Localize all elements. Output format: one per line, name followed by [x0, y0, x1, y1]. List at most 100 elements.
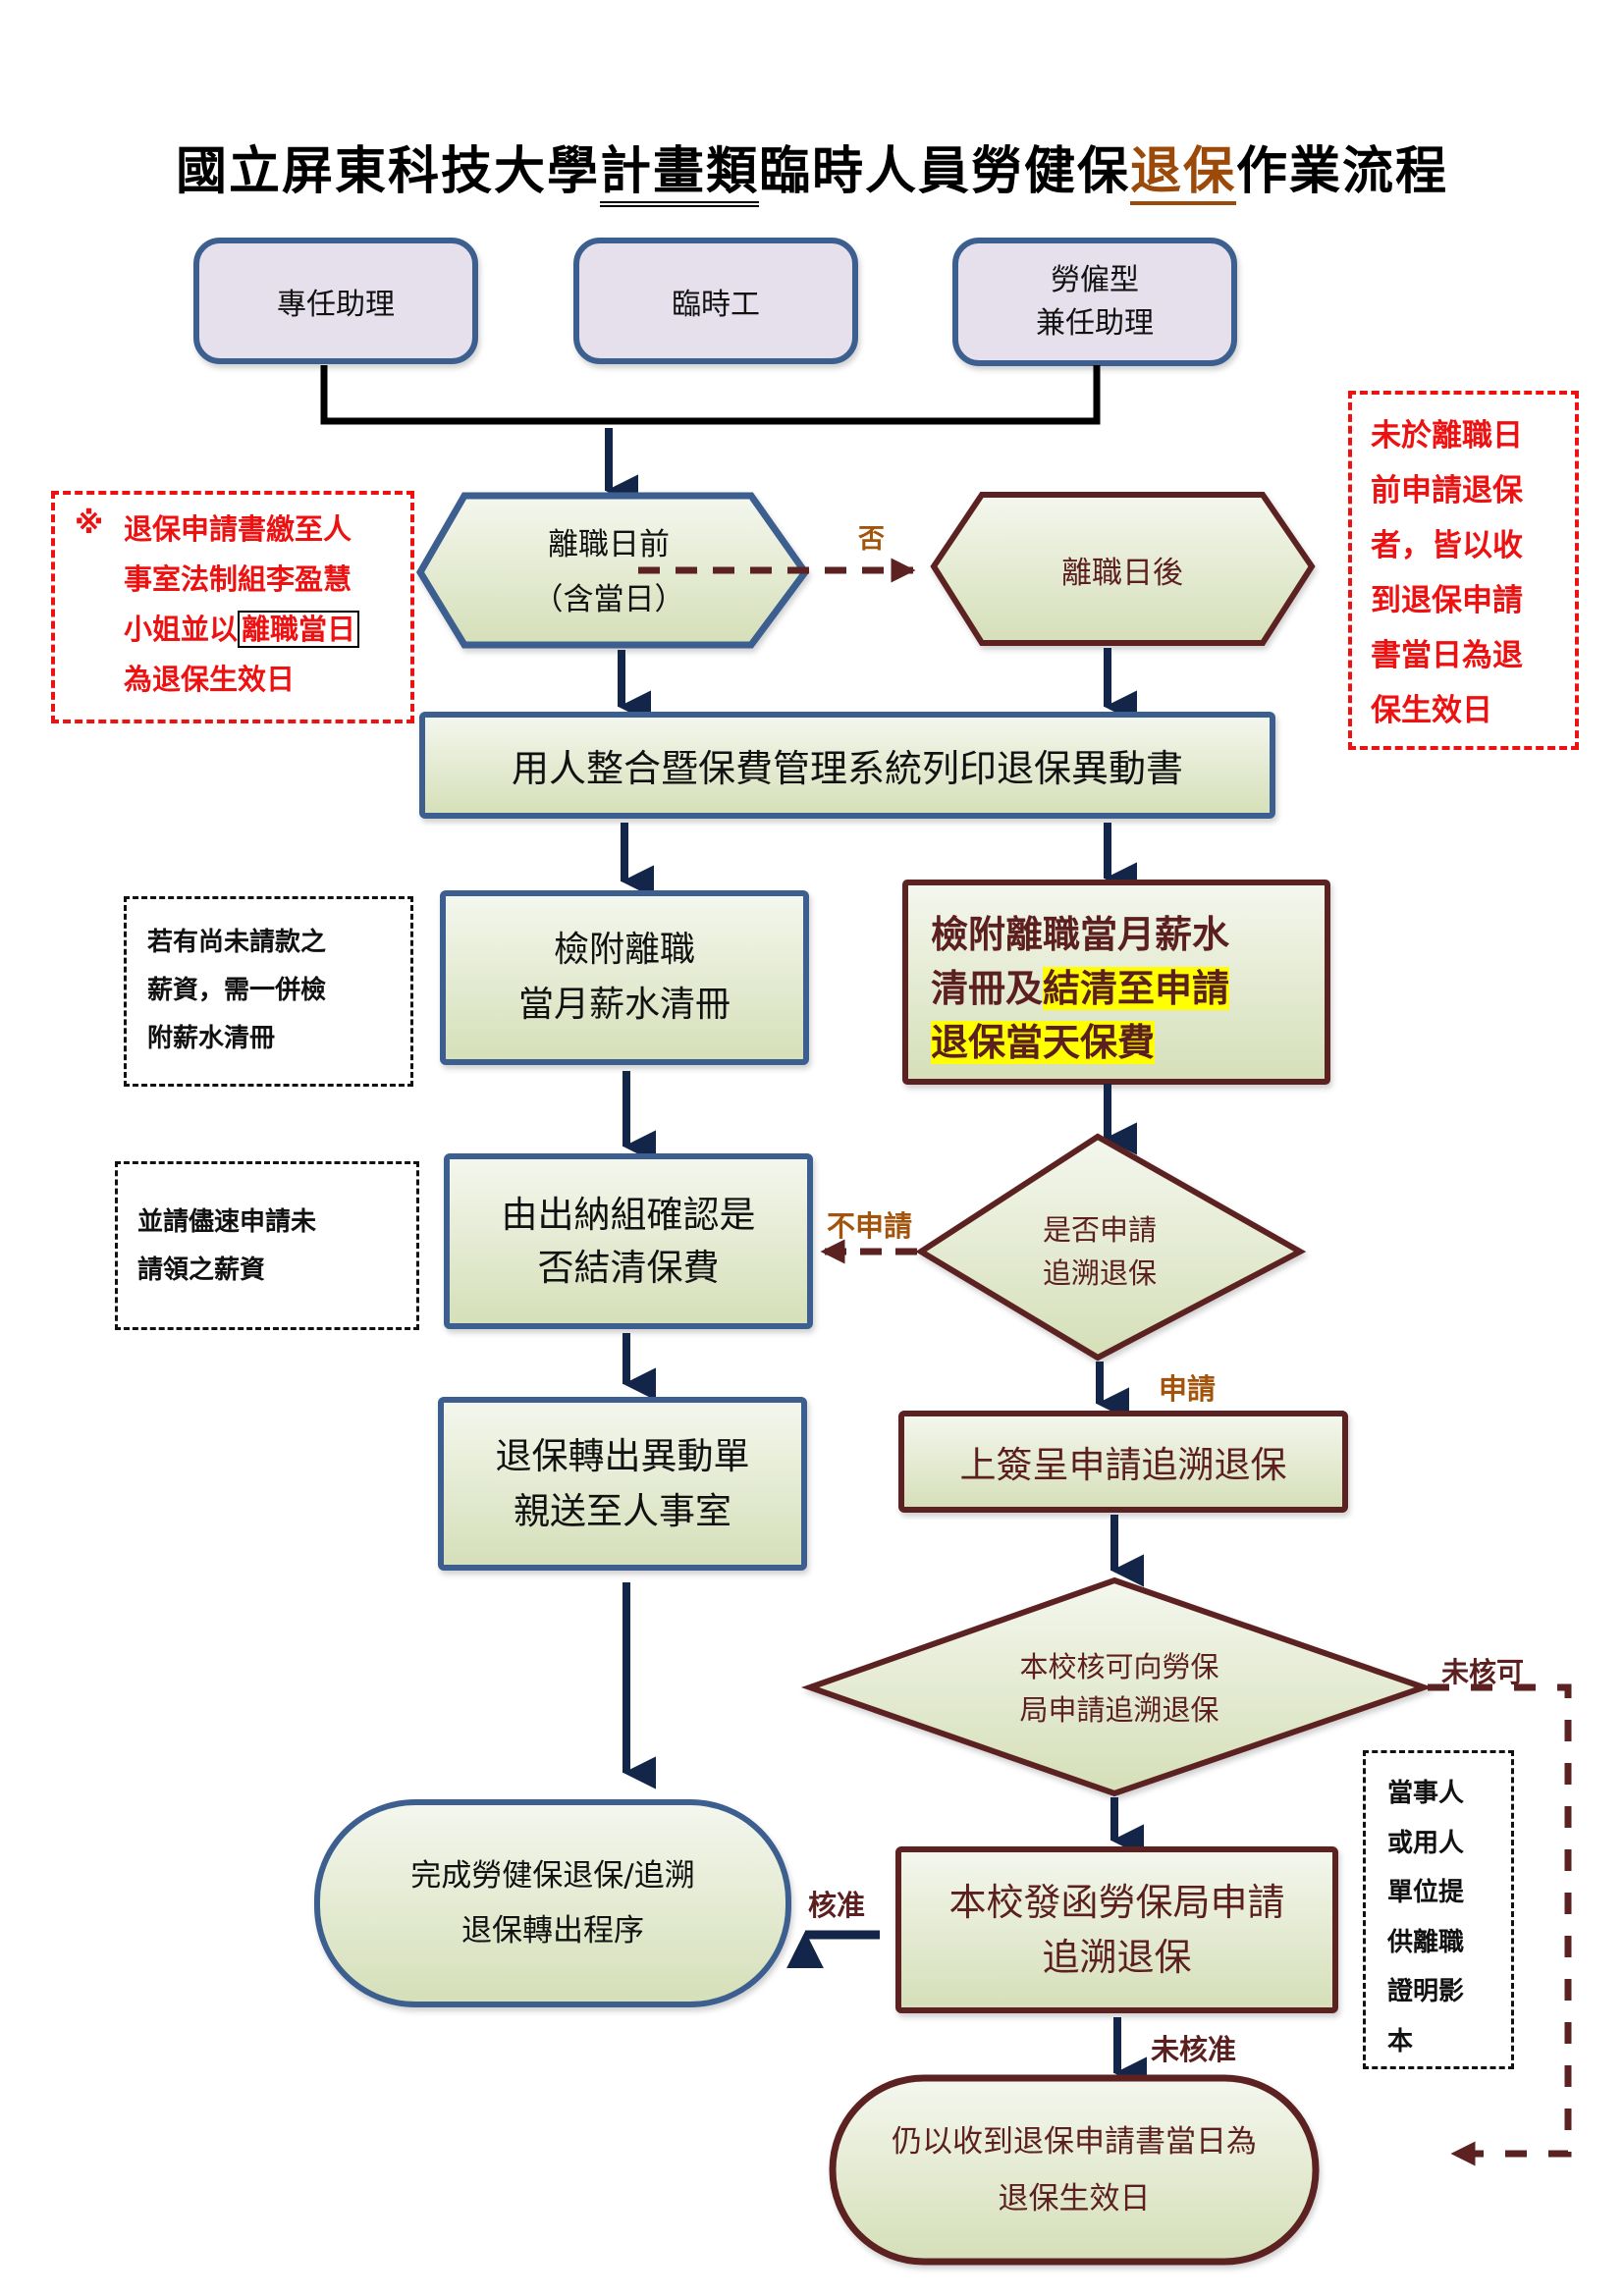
note-left-mark: ※ — [75, 507, 104, 541]
attach-right-text: 檢附離職當月薪水 清冊及結清至申請 退保當天保費 — [931, 908, 1230, 1070]
label-not-apply: 不申請 — [827, 1209, 913, 1243]
role-label-temporary-worker: 臨時工 — [576, 240, 855, 361]
attach-right-highlight: 結清至申請 — [1043, 967, 1230, 1010]
letter-bli-line: 追溯退保 — [1042, 1936, 1192, 1979]
print-step-label: 用人整合暨保費管理系統列印退保異動書 — [511, 747, 1183, 790]
note-proof-of-leave — [1363, 1750, 1514, 2069]
decision-after-line: 離職日後 — [1061, 555, 1183, 591]
note-left-line: 小姐並以離職當日 — [124, 605, 360, 655]
label-approved: 核准 — [808, 1889, 866, 1922]
note-proof-line: 或用人 — [1387, 1828, 1465, 1858]
attach-salary-box-left — [440, 890, 809, 1065]
title-suffix: 作業流程 — [1236, 142, 1449, 201]
note-right-line: 保生效日 — [1371, 693, 1492, 728]
arrow-not-approved-school-dashed — [1428, 1683, 1572, 2166]
transfer-form-line: 親送至人事室 — [514, 1489, 731, 1532]
decision-school-approval — [800, 1576, 1434, 1797]
terminal-done-text: 完成勞健保退保/追溯 退保轉出程序 — [317, 1802, 788, 2004]
note-salary-line: 若有尚未請款之 — [147, 928, 327, 957]
decision-before-leave-date — [415, 492, 810, 649]
cashier-check-box — [444, 1153, 813, 1329]
decision-retro-line: 追溯退保 — [1042, 1256, 1157, 1290]
decision-after-text: 離職日後 — [977, 496, 1268, 643]
decision-before-line: 離職日前 — [548, 526, 670, 562]
attach-right-line: 清冊及結清至申請 — [931, 962, 1230, 1016]
terminal-fallback-line: 仍以收到退保申請書當日為 — [892, 2123, 1257, 2160]
note-right-line: 到退保申請 — [1371, 583, 1523, 618]
note-salary-line: 附薪水清冊 — [147, 1024, 276, 1053]
attach-right-highlight: 退保當天保費 — [931, 1021, 1156, 1064]
petition-label: 上簽呈申請追溯退保 — [959, 1444, 1287, 1486]
note-apply-salary — [115, 1161, 419, 1330]
title-middle: 臨時人員勞健保 — [758, 142, 1130, 201]
note-right-line: 前申請退保 — [1371, 473, 1523, 508]
role-box-part-time-assistant — [952, 238, 1237, 366]
note-apply-salary-text: 並請儘速申請未 請領之薪資 — [137, 1199, 316, 1295]
role-label-full-time-assistant: 專任助理 — [196, 240, 475, 361]
role-text: 專任助理 — [277, 287, 395, 322]
decision-before-text: 離職日前 （含當日） — [461, 501, 756, 643]
role-text: 勞僱型 — [1051, 262, 1139, 297]
role-text: 兼任助理 — [1036, 305, 1154, 341]
note-proof-line: 本 — [1387, 2026, 1414, 2056]
decision-retro-text: 是否申請 追溯退保 — [982, 1202, 1218, 1301]
note-proof-line: 證明影 — [1387, 1977, 1465, 2006]
decision-retro-line: 是否申請 — [1042, 1213, 1157, 1247]
decision-school-text: 本校核可向勞保 局申請追溯退保 — [972, 1641, 1267, 1735]
attach-right-plain: 清冊及 — [931, 967, 1044, 1010]
title-underlined: 計畫類 — [599, 142, 759, 207]
role-box-temporary-worker — [573, 238, 858, 364]
attach-left-line: 檢附離職 — [553, 930, 695, 970]
terminal-fallback — [829, 2074, 1320, 2266]
note-right-line: 書當日為退 — [1371, 638, 1523, 673]
title-prefix: 國立屏東科技大學 — [175, 142, 600, 201]
attach-left-text: 檢附離職 當月薪水清冊 — [443, 893, 806, 1062]
note-apply-line: 並請儘速申請未 — [137, 1207, 317, 1237]
label-not-approved-school: 未核可 — [1441, 1656, 1525, 1688]
transfer-form-box — [438, 1397, 807, 1571]
note-left-effective-date — [51, 491, 414, 723]
cashier-check-text: 由出納組確認是 否結清保費 — [447, 1156, 810, 1326]
transfer-form-text: 退保轉出異動單 親送至人事室 — [441, 1400, 804, 1568]
note-apply-line: 請領之薪資 — [137, 1255, 266, 1285]
print-step-text: 用人整合暨保費管理系統列印退保異動書 — [422, 715, 1272, 816]
note-left-line: 退保申請書繳至人 — [124, 512, 352, 546]
note-proof-line: 單位提 — [1387, 1878, 1465, 1907]
attach-right-line: 退保當天保費 — [931, 1016, 1229, 1070]
note-proof-line: 供離職 — [1387, 1927, 1465, 1957]
merge-connector — [320, 365, 1101, 425]
attach-right-line: 檢附離職當月薪水 — [931, 913, 1230, 956]
note-right-text: 未於離職日 前申請退保 者，皆以收 到退保申請 書當日為退 保生效日 — [1371, 408, 1523, 738]
letter-bli-text: 本校發函勞保局申請 追溯退保 — [898, 1849, 1335, 2010]
terminal-done-line: 完成勞健保退保/追溯 — [410, 1858, 695, 1894]
decision-after-leave-date — [930, 492, 1316, 646]
terminal-done-line: 退保轉出程序 — [461, 1913, 644, 1949]
note-unpaid-salary-text: 若有尚未請款之 薪資，需一併檢 附薪水清冊 — [147, 919, 326, 1063]
note-salary-line: 薪資，需一併檢 — [147, 976, 327, 1005]
terminal-fallback-text: 仍以收到退保申請書當日為 退保生效日 — [833, 2078, 1316, 2262]
note-left-line: 事室法制組李盈慧 — [124, 562, 352, 596]
note-right-late-application — [1348, 391, 1579, 750]
decision-apply-retroactive — [915, 1133, 1307, 1362]
transfer-form-line: 退保轉出異動單 — [495, 1434, 750, 1477]
decision-school-line: 本校核可向勞保 — [1019, 1650, 1219, 1683]
label-no: 否 — [858, 524, 885, 555]
note-right-line: 者，皆以收 — [1371, 528, 1523, 563]
note-right-line: 未於離職日 — [1371, 418, 1523, 454]
role-label-part-time-assistant: 勞僱型 兼任助理 — [955, 240, 1234, 363]
note-proof-text: 當事人 或用人 單位提 供離職 證明影 本 — [1387, 1769, 1464, 2066]
note-left-text: 退保申請書繳至人 事室法制組李盈慧 小姐並以離職當日 為退保生效日 — [124, 505, 360, 705]
decision-before-line: （含當日） — [532, 581, 685, 617]
label-apply: 申請 — [1159, 1372, 1217, 1406]
print-step-box — [419, 712, 1275, 819]
terminal-fallback-line: 退保生效日 — [998, 2180, 1151, 2216]
note-unpaid-salary — [124, 896, 413, 1087]
note-left-line: 為退保生效日 — [124, 663, 296, 696]
role-box-full-time-assistant — [193, 238, 478, 364]
decision-school-line: 局申請追溯退保 — [1019, 1693, 1219, 1727]
label-not-approved-bli: 未核准 — [1151, 2033, 1237, 2066]
page-title: 國立屏東科技大學計畫類臨時人員勞健保退保作業流程 — [0, 130, 1624, 207]
petition-text: 上簽呈申請追溯退保 — [901, 1414, 1345, 1510]
title-highlighted: 退保 — [1130, 142, 1237, 205]
cashier-check-line: 否結清保費 — [537, 1246, 720, 1289]
